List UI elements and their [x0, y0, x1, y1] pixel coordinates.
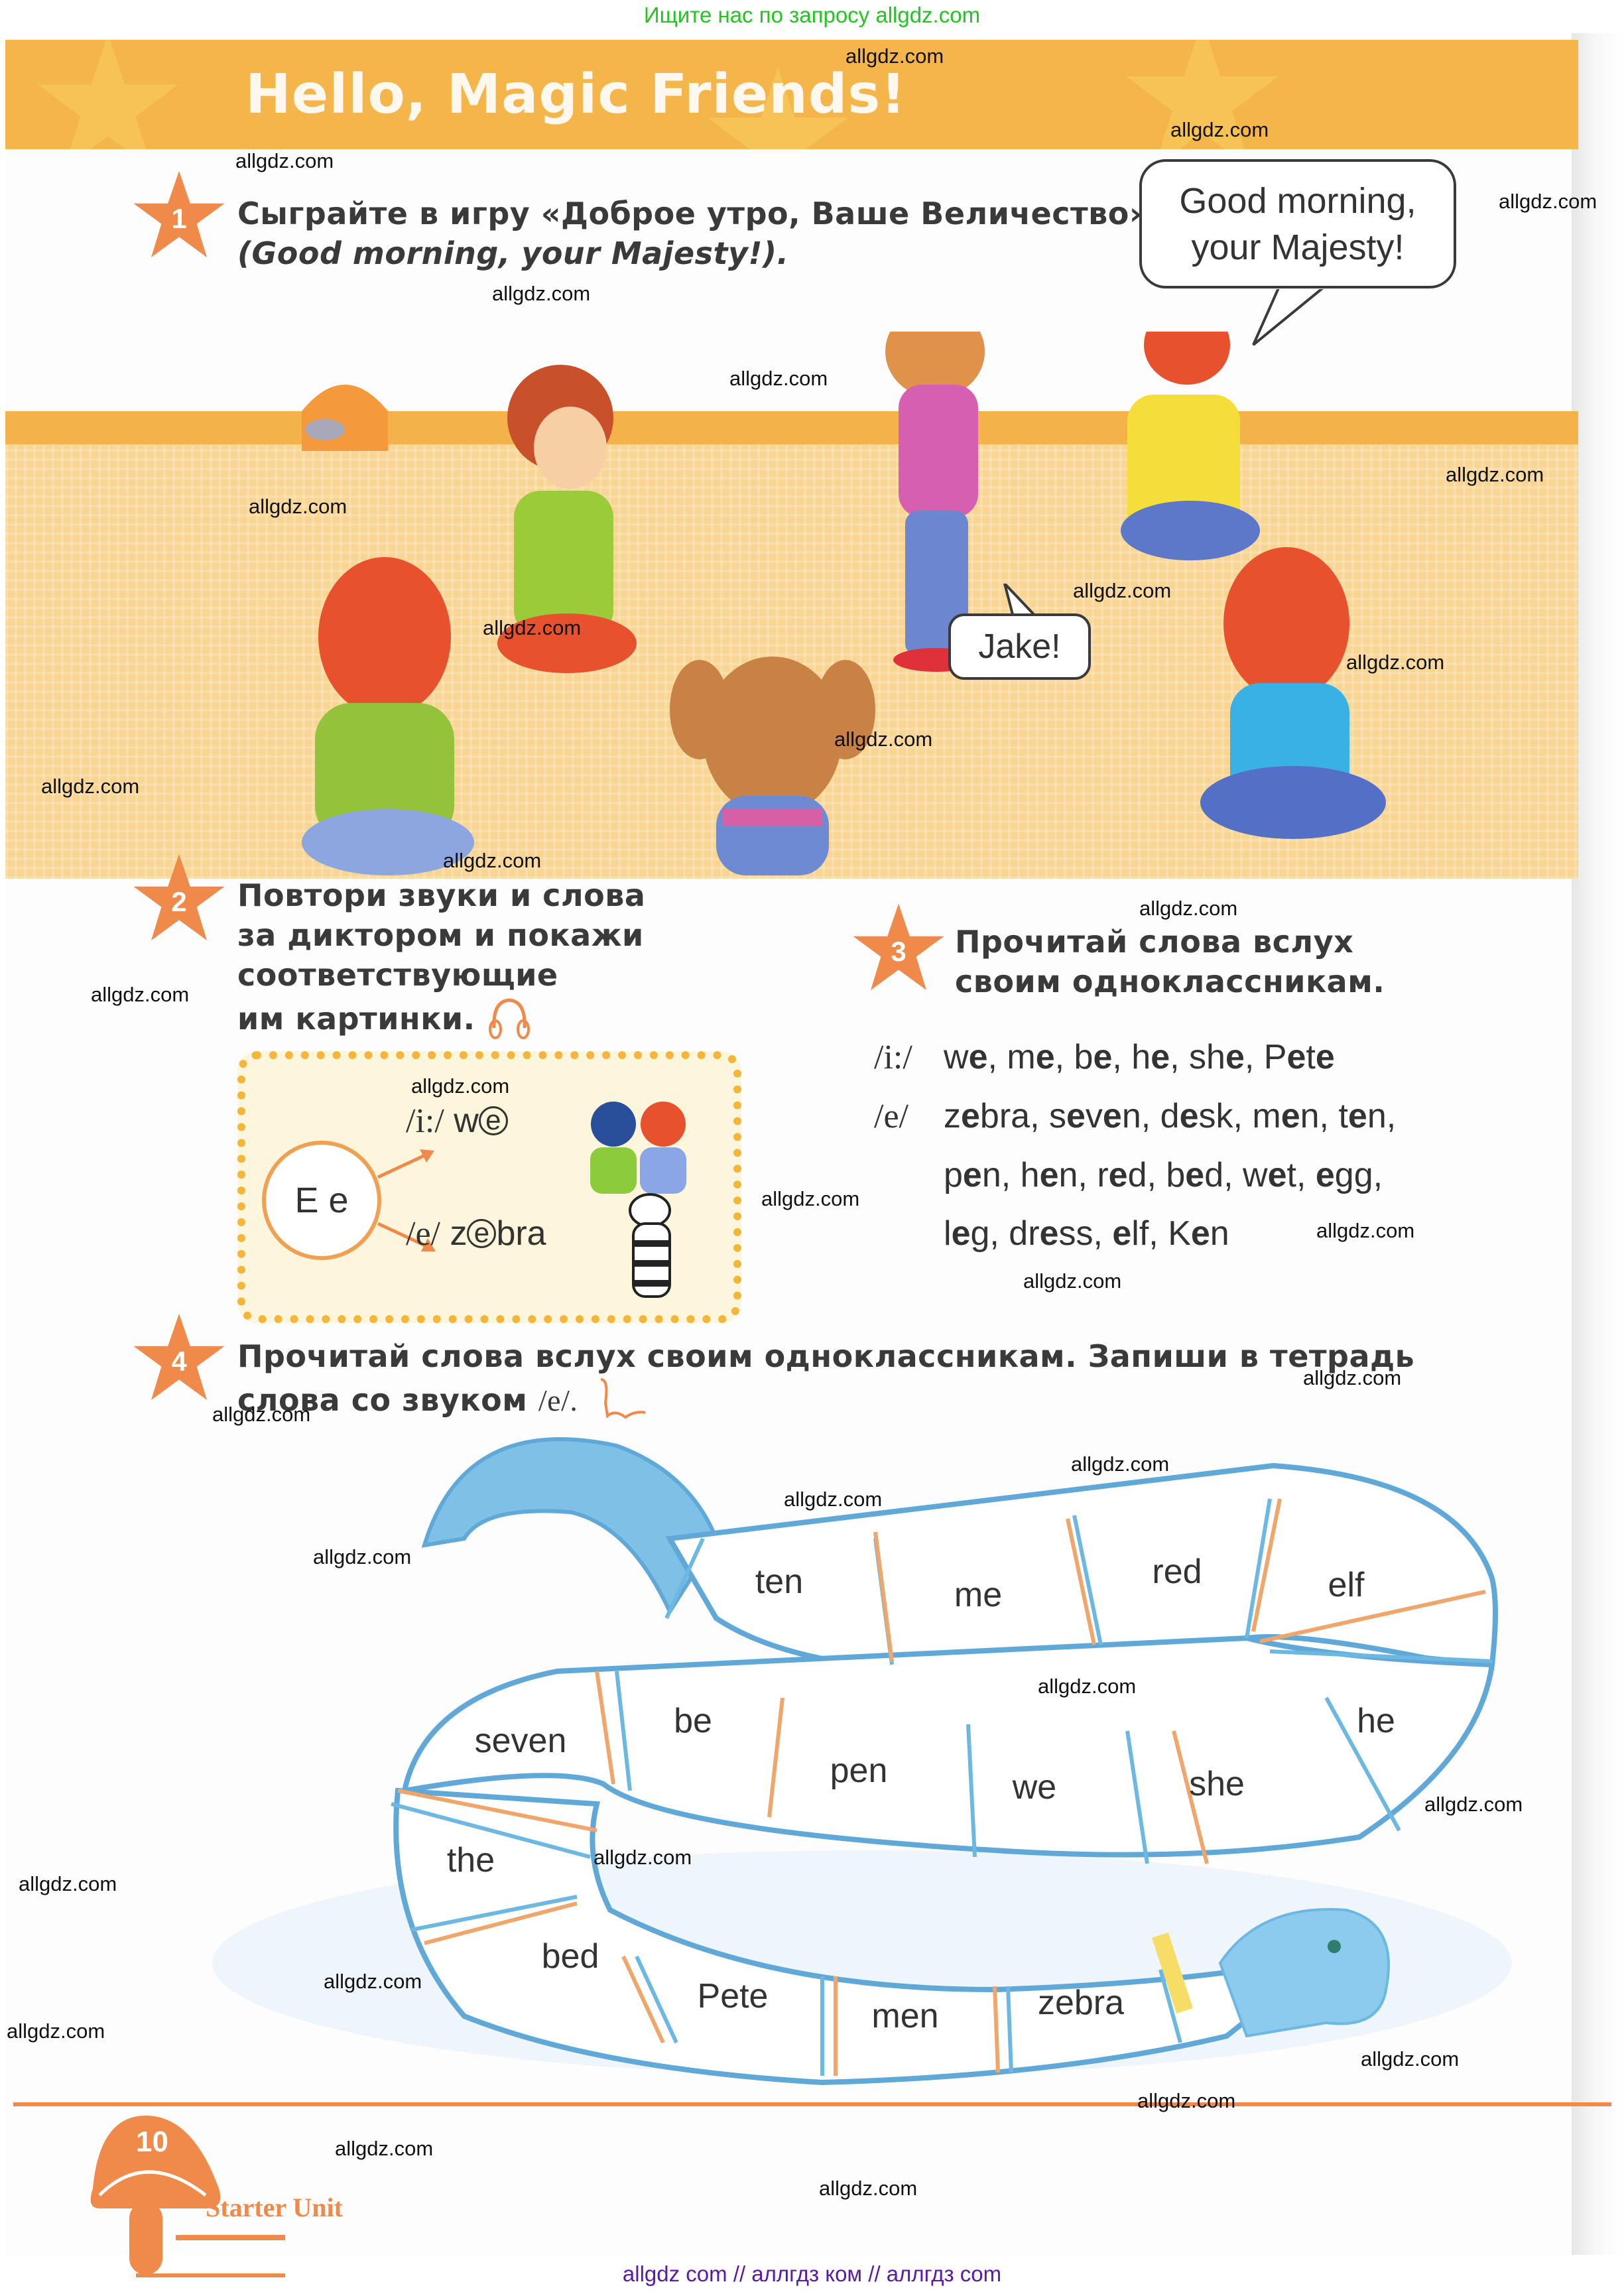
star-icon [133, 854, 225, 940]
watermark-text: allgdz.com [1499, 190, 1597, 213]
watermark-text: allgdz.com [411, 1074, 510, 1098]
word-list: /i:/we, me, be, he, she, Pete /e/zebra, … [874, 1028, 1396, 1263]
decorative-star-icon [1126, 40, 1279, 149]
watermark-text: allgdz.com [845, 44, 944, 68]
watermark-text: allgdz.com [1446, 463, 1544, 486]
word-row: /i:/we, me, be, he, she, Pete [874, 1038, 1335, 1076]
watermark-text: allgdz.com [819, 2177, 918, 2200]
watermark-text: allgdz.com [212, 1403, 311, 1426]
snake-tile: he [1357, 1702, 1395, 1740]
page-number: 10 [136, 2126, 168, 2158]
watermark-text: allgdz.com [443, 849, 542, 872]
watermark-text: allgdz.com [1170, 118, 1269, 141]
search-hint-banner: Ищите нас по запросу allgdz.com [643, 3, 981, 27]
watermark-text: allgdz.com [1023, 1269, 1122, 1293]
star-icon [133, 1313, 225, 1400]
snake-tile: zebra [1037, 1984, 1125, 2022]
snake-tile: men [871, 1997, 939, 2035]
watermark-text: allgdz.com [1038, 1675, 1137, 1698]
page-title: Hello, Magic Friends! [245, 63, 906, 126]
watermark-text: allgdz.com [313, 1545, 412, 1568]
snake-tile: the [446, 1841, 495, 1880]
snake-collar [1152, 1932, 1193, 2014]
children-illustration [302, 332, 1386, 875]
watermark-text: allgdz.com [1316, 1219, 1415, 1242]
star-icon [133, 170, 225, 257]
snake-tile: she [1189, 1765, 1245, 1803]
unit-label: Starter Unit [206, 2193, 343, 2222]
word-row: pen, hen, red, bed, wet, egg, [944, 1156, 1383, 1194]
watermark-text: allgdz.com [335, 2137, 434, 2160]
word-row: leg, dress, elf, Ken [944, 1214, 1229, 1253]
footer-divider [13, 2102, 1611, 2106]
decorative-star-icon [708, 67, 848, 149]
decorative-star-icon [38, 40, 178, 149]
watermark-text: allgdz.com [235, 149, 334, 172]
letter-circle: E e [262, 1141, 381, 1260]
speech-bubble-jake: Jake! [948, 613, 1091, 680]
snake-tile: seven [474, 1722, 567, 1760]
bottom-site-links[interactable]: allgdz com // аллгдз ком // аллгдз com [622, 2262, 1002, 2286]
watermark-text: allgdz.com [324, 1970, 422, 1993]
scene-wall [5, 411, 1578, 444]
task-number-star-1: 1 [133, 169, 225, 262]
watermark-text: allgdz.com [1303, 1366, 1402, 1389]
watermark-text: allgdz.com [834, 728, 933, 751]
snake-tile: ten [755, 1562, 804, 1601]
watermark-text: allgdz.com [1424, 1793, 1523, 1816]
snake-tile: elf [1328, 1566, 1365, 1604]
mushroom-page-badge-icon [90, 2116, 285, 2277]
watermark-text: allgdz.com [249, 495, 347, 518]
page-binding-shadow [1572, 33, 1624, 2255]
snake-tile: red [1152, 1553, 1202, 1591]
watermark-text: allgdz.com [1073, 579, 1172, 602]
children-and-zebra-illustration [590, 1102, 686, 1298]
arrows-icon [377, 1149, 436, 1251]
task4-instruction: Прочитай слова вслух своим одноклассника… [237, 1336, 1414, 1429]
watermark-text: allgdz.com [729, 367, 828, 390]
task-number-star-2: 2 [133, 852, 225, 945]
snake-tile: be [674, 1702, 712, 1740]
watermark-text: allgdz.com [1137, 2089, 1236, 2112]
watermark-text: allgdz.com [7, 2019, 105, 2043]
word-row: /e/zebra, seven, desk, men, ten, [874, 1097, 1397, 1135]
snake-head [1218, 1908, 1390, 2038]
task1-instruction: Сыграйте в игру «Доброе утро, Ваше Велич… [237, 196, 1150, 271]
star-icon [853, 903, 944, 990]
watermark-text: allgdz.com [1361, 2047, 1460, 2071]
task-number-star-4: 4 [133, 1312, 225, 1405]
snake-tile: bed [541, 1937, 599, 1976]
task-number-star-3: 3 [852, 902, 945, 995]
watermark-text: allgdz.com [784, 1488, 883, 1511]
speech-bubble-majesty: Good morning, your Majesty! [1139, 159, 1456, 288]
watermark-text: allgdz.com [593, 1846, 692, 1869]
headphones-icon [489, 998, 531, 1039]
watermark-text: allgdz.com [1071, 1452, 1170, 1476]
mouse-icon [305, 419, 345, 440]
snake-tile: pen [830, 1752, 888, 1790]
snake-tile: we [1012, 1768, 1057, 1807]
snake-tile: Pete [697, 1977, 769, 2015]
watermark-text: allgdz.com [483, 616, 582, 639]
watermark-text: allgdz.com [91, 983, 190, 1006]
watermark-text: allgdz.com [19, 1872, 117, 1895]
pen-writing-icon [600, 1378, 646, 1419]
watermark-text: allgdz.com [492, 282, 591, 305]
watermark-text: allgdz.com [1346, 651, 1445, 674]
title-band [5, 40, 1578, 149]
watermark-text: allgdz.com [1139, 897, 1238, 920]
task3-instruction: Прочитай слова вслух своим одноклассника… [955, 924, 1385, 999]
snake-tile: me [954, 1576, 1003, 1614]
watermark-text: allgdz.com [761, 1187, 860, 1210]
watermark-text: allgdz.com [41, 775, 140, 798]
task2-instruction: Повтори звуки и слова за диктором и пока… [237, 875, 645, 1041]
snake-eye-icon [1328, 1940, 1341, 1953]
